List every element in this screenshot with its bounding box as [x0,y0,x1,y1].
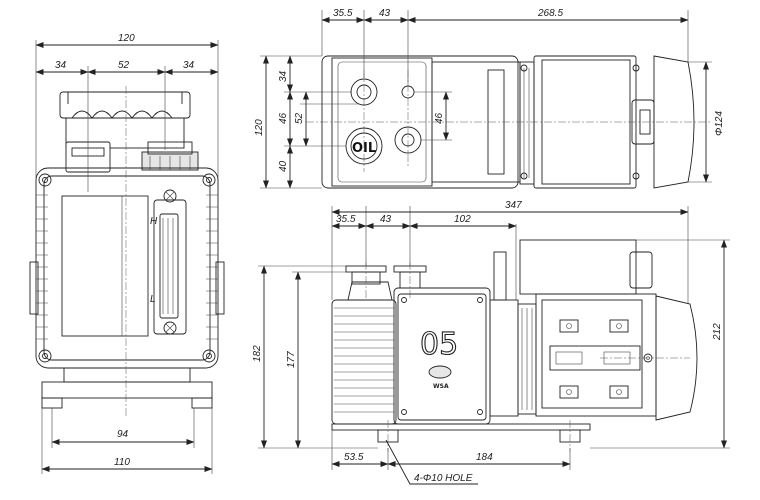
side-dim-b: 43 [380,214,392,225]
dim-width-120: 120 [118,33,135,44]
dim-seg-mid: 52 [118,60,130,71]
top-dim-c: 268.5 [537,8,563,19]
side-dim-total: 347 [505,200,522,211]
hole-note: 4-Φ10 HOLE [414,473,473,484]
side-view: 05 WSA [252,200,730,485]
level-high-label: H [150,216,158,227]
top-dim-diameter: Φ124 [714,111,725,136]
top-dim-left-b: 46 [278,112,289,124]
side-dim-height-total: 212 [712,323,723,341]
side-dim-base-b: 184 [476,452,493,463]
top-view: OIL 35.5 43 268.5 120 [254,8,725,189]
side-dim-c: 102 [454,214,471,225]
dim-seg-right: 34 [183,60,195,71]
dim-base-inner: 94 [117,429,129,440]
top-dim-a: 35.5 [333,8,353,19]
top-dim-b: 43 [379,8,391,19]
top-dim-left-d: 40 [278,160,289,172]
side-dim-base-a: 53.5 [344,452,364,463]
side-dim-a: 35.5 [336,214,356,225]
side-dim-height-a: 182 [252,345,263,362]
oil-cap-label: OIL [352,141,376,156]
top-dim-right-mid: 46 [434,112,445,124]
level-low-label: L [150,294,156,305]
model-number: 05 [420,327,458,362]
dim-base-outer: 110 [114,457,130,468]
side-dim-height-b: 177 [286,351,297,368]
top-dim-left-a: 34 [278,70,289,82]
brand-label: WSA [433,383,449,390]
front-view: H L 120 34 52 34 94 110 [29,33,225,474]
top-dim-left-total: 120 [254,119,265,136]
dim-seg-left: 34 [55,60,67,71]
top-dim-left-c: 52 [294,112,305,124]
